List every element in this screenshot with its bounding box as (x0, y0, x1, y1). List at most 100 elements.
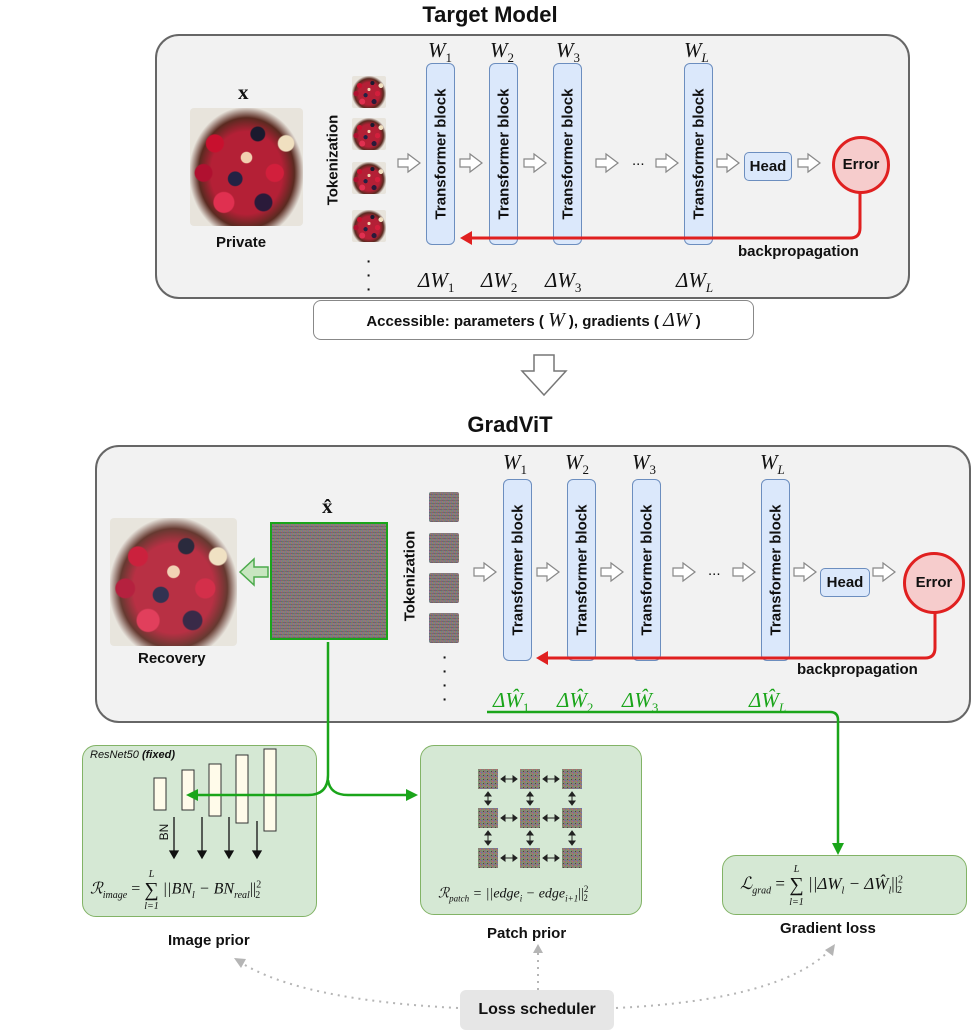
patch-tile (478, 848, 498, 868)
resnet-label: ResNet50 (fixed) (90, 749, 175, 761)
double-arrow-icon (526, 791, 534, 806)
resnet-layer (235, 754, 249, 824)
gradvit-transformer-block-2: Transformer block (567, 479, 596, 661)
gradvit-error-node: Error (903, 552, 965, 614)
resnet-layer (153, 777, 167, 811)
patch-prior-caption: Patch prior (487, 925, 567, 942)
patch-prior-formula: ℛpatch = ||edgei − edgei+1||22 (438, 884, 589, 904)
patch-tile (520, 848, 540, 868)
resnet-layer (263, 748, 277, 832)
double-arrow-icon (568, 791, 576, 806)
noise-token-1 (429, 492, 459, 522)
patch-tile (562, 808, 582, 828)
flow-arrow-icon (672, 561, 696, 583)
flow-arrow-icon (536, 561, 560, 583)
double-arrow-icon (542, 854, 560, 862)
noise-token-2 (429, 533, 459, 563)
gradvit-transformer-block-L: Transformer block (761, 479, 790, 661)
flow-arrow-icon (595, 152, 619, 174)
gradvit-grad-3: ΔŴ3 (622, 688, 659, 716)
flow-arrow-icon (523, 152, 547, 174)
gradvit-backprop-label: backpropagation (797, 661, 918, 678)
noise-input-image (270, 522, 388, 640)
gradvit-transformer-block-3: Transformer block (632, 479, 661, 661)
flow-arrow-icon (459, 152, 483, 174)
target-transformer-block-2: Transformer block (489, 63, 518, 245)
private-token-1 (352, 76, 386, 108)
target-backprop-label: backpropagation (738, 243, 859, 260)
target-transformer-block-L: Transformer block (684, 63, 713, 245)
gradvit-grad-2: ΔŴ2 (557, 688, 594, 716)
noise-to-priors-line (195, 642, 330, 797)
resnet-layer (208, 763, 222, 817)
patch-tile (520, 808, 540, 828)
patch-tile (520, 769, 540, 789)
flow-arrow-icon (793, 561, 817, 583)
recovery-caption: Recovery (138, 650, 206, 667)
flow-arrow-icon (655, 152, 679, 174)
target-head-block: Head (744, 152, 792, 181)
grad-to-loss-line (487, 710, 840, 846)
noise-token-3 (429, 573, 459, 603)
target-weight-L: WL (684, 38, 709, 66)
gradvit-ellipsis: ... (708, 562, 721, 579)
target-weight-3: W3 (556, 38, 580, 66)
noise-to-patch-line (326, 779, 408, 797)
target-grad-3: ΔW3 (545, 268, 582, 296)
target-input-symbol: x (238, 80, 249, 104)
private-token-4 (352, 210, 386, 242)
recovery-arrow-icon (238, 557, 269, 587)
flow-arrow-icon (397, 152, 421, 174)
resnet-layer (181, 769, 195, 811)
gradvit-transformer-block-1: Transformer block (503, 479, 532, 661)
target-grad-2: ΔW2 (481, 268, 518, 296)
loss-scheduler-box: Loss scheduler (460, 990, 614, 1030)
private-caption: Private (216, 234, 267, 251)
transition-down-arrow-icon (520, 354, 568, 397)
gradvit-weight-L: WL (760, 450, 785, 478)
gradvit-backprop-arrow (546, 611, 937, 660)
patch-tile (562, 769, 582, 789)
gradient-loss-box (722, 855, 967, 915)
scheduler-to-image-line (239, 961, 459, 1009)
gradvit-head-block: Head (820, 568, 870, 597)
noise-token-4 (429, 613, 459, 643)
private-token-2 (352, 118, 386, 150)
flow-arrow-icon (872, 561, 896, 583)
flow-arrow-icon (473, 561, 497, 583)
target-transformer-block-1: Transformer block (426, 63, 455, 245)
gradvit-grad-L: ΔŴL (749, 688, 787, 716)
gradvit-input-symbol: x̂ (322, 494, 333, 518)
image-prior-box (82, 745, 317, 917)
gradvit-grad-1: ΔŴ1 (493, 688, 530, 716)
gradient-loss-formula: ℒgrad = L ∑ l=1 ||ΔWl − ΔŴl||22 (740, 864, 904, 908)
target-flow-arrows (397, 152, 862, 245)
gradvit-token-dots: ···· (442, 649, 448, 707)
target-grad-1: ΔW1 (418, 268, 455, 296)
gradvit-flow-arrows (473, 561, 937, 665)
flow-arrow-icon (732, 561, 756, 583)
double-arrow-icon (500, 854, 518, 862)
target-ellipsis: ... (632, 152, 645, 169)
flow-arrow-icon (797, 152, 821, 174)
double-arrow-icon (568, 830, 576, 846)
image-prior-formula: ℛimage = L ∑ l=1 ||BNl − BNreal||22 (90, 869, 262, 912)
flow-arrow-icon (600, 561, 624, 583)
double-arrow-icon (500, 775, 518, 783)
target-backprop-arrow (470, 193, 862, 240)
double-arrow-icon (484, 830, 492, 846)
patch-tile (478, 808, 498, 828)
accessible-info-box: Accessible: parameters ( W ), gradients … (313, 300, 754, 340)
target-grad-L: ΔWL (676, 268, 714, 296)
double-arrow-icon (500, 814, 518, 822)
resnet-diagram (153, 748, 277, 860)
patch-tile (478, 769, 498, 789)
target-weight-1: W1 (428, 38, 452, 66)
private-image (190, 108, 303, 226)
private-token-3 (352, 162, 386, 194)
target-model-title: Target Model (422, 2, 558, 27)
patch-grid-diagram (478, 769, 582, 868)
gradvit-title: GradViT (467, 412, 553, 437)
gradient-loss-caption: Gradient loss (780, 920, 876, 937)
